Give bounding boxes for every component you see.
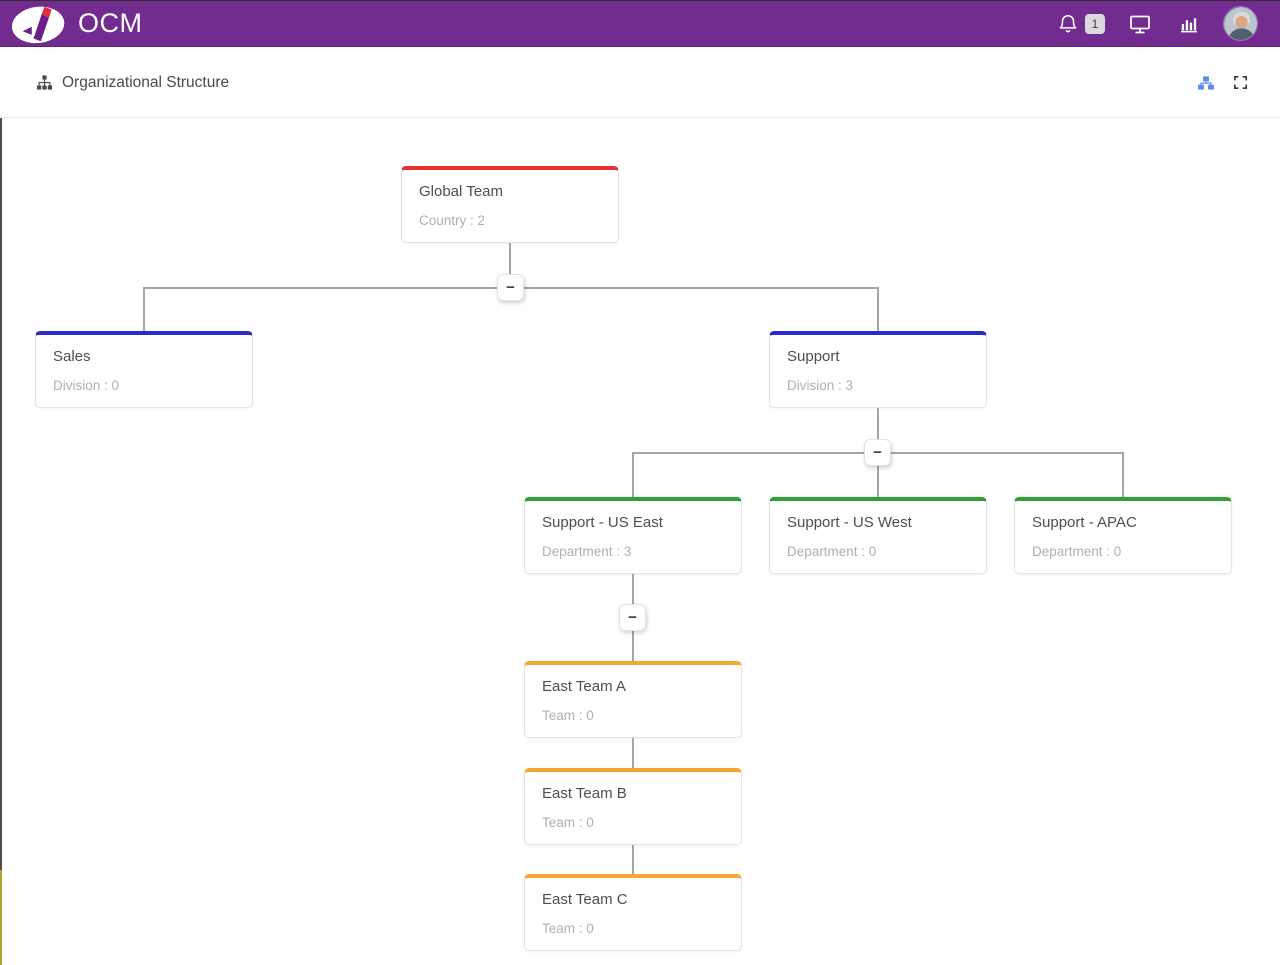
node-subtitle: Division : 0 [53, 377, 120, 393]
analytics-button[interactable] [1175, 11, 1201, 37]
sitemap-icon [36, 75, 53, 90]
org-node-east-team-c[interactable]: East Team C Team : 0 [524, 874, 742, 951]
node-title: Support - US East [542, 514, 663, 531]
node-title: Sales [53, 348, 91, 365]
node-subtitle: Team : 0 [542, 814, 594, 830]
connector-line [632, 738, 634, 769]
avatar-image [1224, 7, 1257, 40]
node-subtitle: Team : 0 [542, 920, 594, 936]
org-node-global-team[interactable]: Global Team Country : 2 [401, 166, 619, 243]
connector-line [1122, 452, 1124, 497]
collapse-toggle-support[interactable]: − [864, 439, 891, 466]
node-title: Support - APAC [1032, 514, 1137, 531]
node-subtitle: Division : 3 [787, 377, 854, 393]
node-title: Support [787, 348, 840, 365]
notification-count-badge: 1 [1085, 13, 1105, 34]
bar-chart-icon [1180, 18, 1197, 33]
org-node-support-us-east[interactable]: Support - US East Department : 3 [524, 497, 742, 574]
connector-line [143, 287, 145, 331]
node-subtitle: Department : 0 [787, 543, 877, 559]
notifications-button[interactable]: 1 [1055, 11, 1105, 37]
org-node-support-us-west[interactable]: Support - US West Department : 0 [769, 497, 987, 574]
node-subtitle: Country : 2 [419, 212, 486, 228]
monitor-button[interactable] [1127, 11, 1153, 37]
org-tree-view-button[interactable] [1196, 73, 1216, 93]
org-node-east-team-b[interactable]: East Team B Team : 0 [524, 768, 742, 845]
connector-line [877, 287, 879, 331]
toolbar-actions [1196, 73, 1250, 93]
node-title: Support - US West [787, 514, 912, 531]
app-logo[interactable] [10, 3, 70, 45]
monitor-icon [1130, 15, 1150, 29]
node-title: East Team B [542, 785, 627, 802]
left-edge-scrollbar [0, 118, 2, 870]
toolbar: Organizational Structure [0, 48, 1280, 118]
connector-line [632, 845, 634, 875]
fullscreen-icon [1233, 75, 1247, 90]
collapse-toggle-global-team[interactable]: − [497, 274, 524, 301]
page-title-group: Organizational Structure [35, 73, 229, 92]
node-subtitle: Team : 0 [542, 707, 594, 723]
left-edge-scrollbar-end [0, 870, 2, 965]
brand-name: OCM [78, 8, 143, 38]
org-node-sales[interactable]: Sales Division : 0 [35, 331, 253, 408]
user-avatar[interactable] [1223, 6, 1258, 41]
header-actions: 1 [1055, 6, 1258, 41]
fullscreen-button[interactable] [1230, 73, 1250, 93]
connector-line [877, 452, 879, 497]
logo-icon [11, 6, 65, 43]
connector-line [877, 408, 879, 453]
node-title: Global Team [419, 183, 503, 200]
connector-line [632, 452, 634, 497]
bell-icon [1055, 11, 1081, 37]
org-node-support-apac[interactable]: Support - APAC Department : 0 [1014, 497, 1232, 574]
node-title: East Team C [542, 891, 628, 908]
app-header: OCM 1 [0, 0, 1280, 47]
node-subtitle: Department : 0 [1032, 543, 1122, 559]
org-node-support[interactable]: Support Division : 3 [769, 331, 987, 408]
page-title: Organizational Structure [62, 73, 230, 91]
node-title: East Team A [542, 678, 626, 695]
org-tree-icon [1198, 75, 1214, 90]
connector-line [509, 243, 511, 288]
node-subtitle: Department : 3 [542, 543, 632, 559]
org-node-east-team-a[interactable]: East Team A Team : 0 [524, 661, 742, 738]
collapse-toggle-support-us-east[interactable]: − [619, 604, 646, 631]
